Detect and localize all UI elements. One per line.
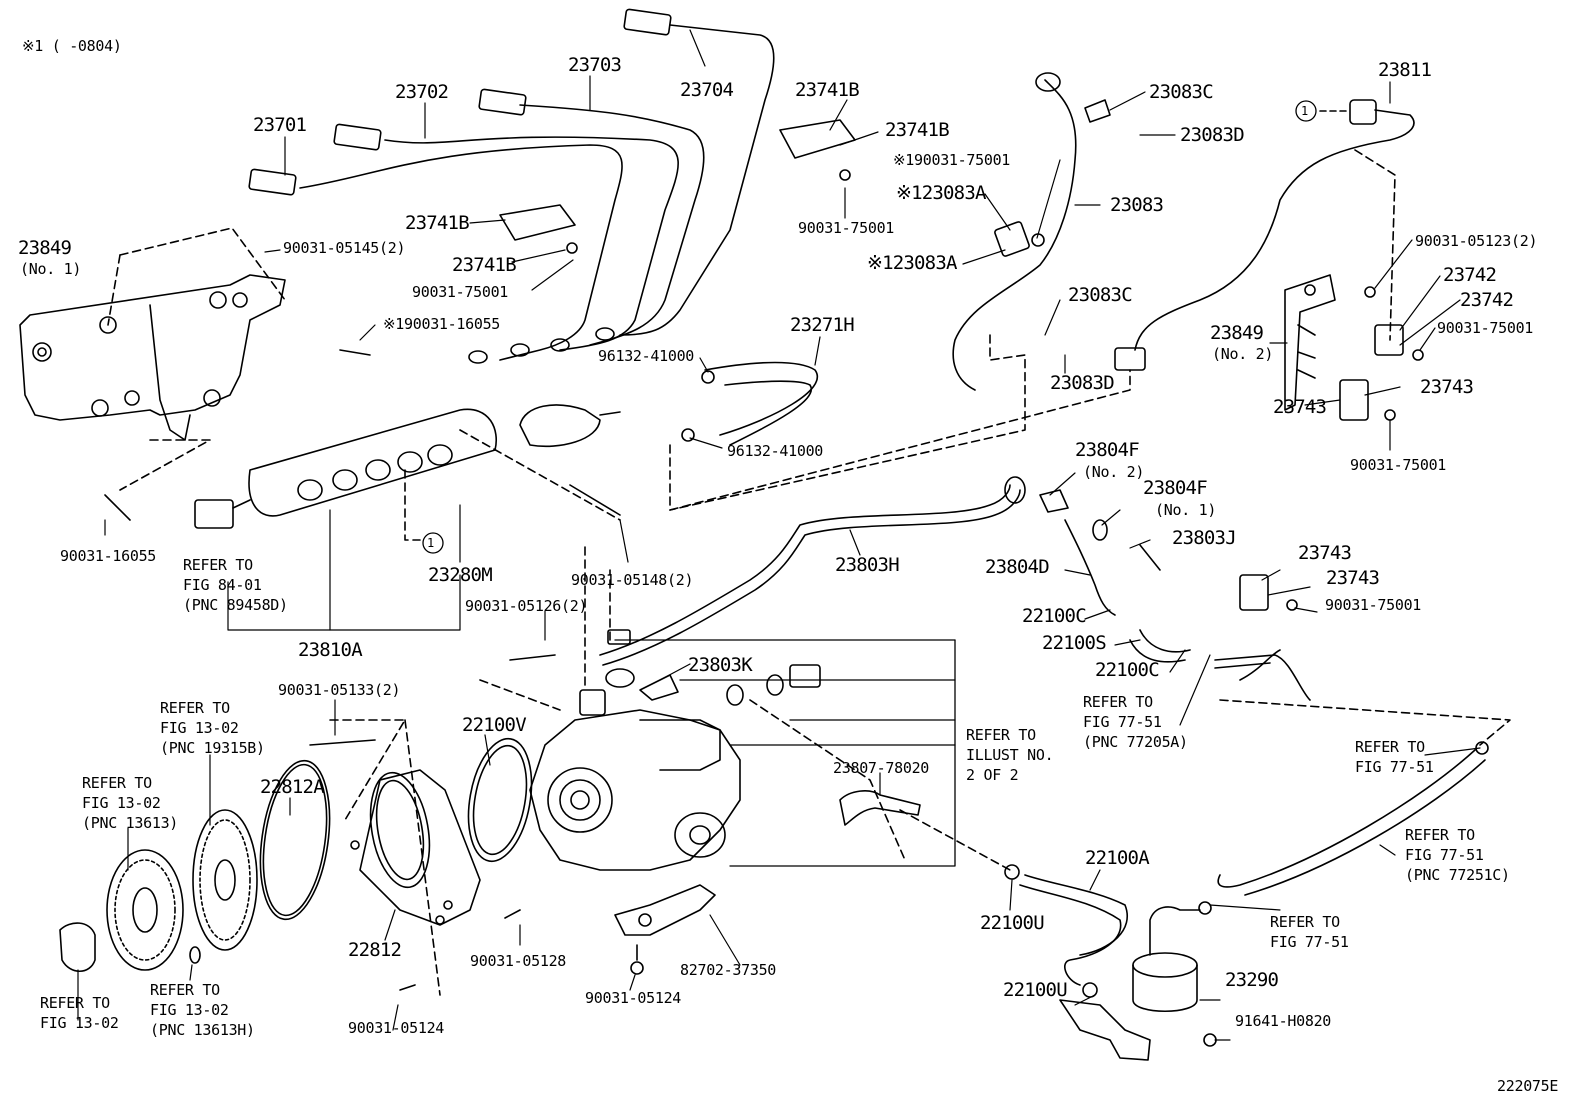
- leader-lines: [77, 29, 1481, 1041]
- part-label-90031-75001: 90031-75001: [1325, 596, 1422, 614]
- part-label-22812: 22812: [348, 939, 402, 961]
- reference-note-fig-13-02: REFER TO FIG 13-02: [40, 994, 119, 1032]
- fuel-hoses: [899, 629, 1511, 998]
- part-label-23804F-no2: 23804F: [1075, 439, 1140, 461]
- part-label-90031-05123: 90031-05123(2): [1415, 232, 1538, 250]
- part-label-123083A: ※123083A: [867, 252, 957, 274]
- part-label-82702-37350: 82702-37350: [680, 961, 777, 979]
- part-label-90031-05124: 90031-05124: [348, 1019, 445, 1037]
- part-label-90031-05145: 90031-05145(2): [283, 239, 406, 257]
- part-label-90031-75001: 90031-75001: [412, 283, 509, 301]
- part-label-23849-no2-sub: (No. 2): [1212, 345, 1274, 363]
- part-label-23804D: 23804D: [985, 556, 1050, 578]
- part-label-23810A: 23810A: [298, 639, 363, 661]
- reference-note-fig-77-51: REFER TO FIG 77-51: [1270, 913, 1349, 951]
- vacuum-filter: [1059, 901, 1217, 1061]
- part-label-90031-05148: 90031-05148(2): [571, 571, 694, 589]
- part-label-22100C: 22100C: [1095, 659, 1160, 681]
- part-label-23803K: 23803K: [688, 654, 753, 676]
- part-label-23803J: 23803J: [1172, 527, 1237, 549]
- common-rail: [104, 349, 621, 541]
- part-label-23849-no1: 23849: [18, 237, 72, 259]
- part-label-90031-05126: 90031-05126(2): [465, 597, 588, 615]
- reference-marker-circle: [1295, 100, 1317, 122]
- reference-marker-circle: [422, 532, 444, 554]
- part-label-23742: 23742: [1443, 264, 1497, 286]
- part-label-90031-05128: 90031-05128: [470, 952, 567, 970]
- part-label-23807-78020: 23807-78020: [833, 759, 930, 777]
- part-label-23741B: 23741B: [452, 254, 517, 276]
- gears-and-gaskets: [59, 654, 556, 996]
- part-label-22100C: 22100C: [1022, 605, 1087, 627]
- reference-note-fig-13-02: REFER TO FIG 13-02 (PNC 13613H): [150, 981, 255, 1039]
- part-label-23803H: 23803H: [835, 554, 900, 576]
- part-label-23743: 23743: [1273, 396, 1327, 418]
- part-label-23741B: 23741B: [405, 212, 470, 234]
- reference-marker-1: 1: [1301, 104, 1308, 118]
- part-label-23849-no2: 23849: [1210, 322, 1264, 344]
- part-label-190031-16055: ※190031-16055: [383, 315, 501, 333]
- return-hose: [669, 361, 1131, 511]
- part-label-22812A: 22812A: [260, 776, 325, 798]
- part-label-23811: 23811: [1378, 59, 1432, 81]
- part-label-23741B: 23741B: [795, 79, 860, 101]
- part-label-23804F-no1: 23804F: [1143, 477, 1208, 499]
- reference-note-fig-84-01: REFER TO FIG 84-01 (PNC 89458D): [183, 556, 288, 614]
- part-label-23804F-no1-sub: (No. 1): [1155, 501, 1217, 519]
- header-note: ※1 ( -0804): [22, 37, 122, 55]
- part-label-90031-75001: 90031-75001: [798, 219, 895, 237]
- part-label-23743: 23743: [1298, 542, 1352, 564]
- part-label-23083D: 23083D: [1180, 124, 1245, 146]
- injection-pipes: [248, 8, 856, 364]
- part-label-22100V: 22100V: [462, 714, 527, 736]
- part-label-23083C: 23083C: [1068, 284, 1133, 306]
- part-label-123083A: ※123083A: [896, 182, 986, 204]
- part-label-23849-no1-sub: (No. 1): [20, 260, 82, 278]
- reference-note-illust-2: REFER TO ILLUST NO. 2 OF 2: [966, 726, 1054, 784]
- illustration-code: 222075E: [1497, 1077, 1559, 1095]
- reference-note-fig-77-51: REFER TO FIG 77-51: [1355, 738, 1434, 776]
- part-label-90031-05133: 90031-05133(2): [278, 681, 401, 699]
- reference-marker-1: 1: [427, 536, 434, 550]
- part-label-90031-05124: 90031-05124: [585, 989, 682, 1007]
- part-label-23701: 23701: [253, 114, 307, 136]
- part-label-96132-41000: 96132-41000: [727, 442, 824, 460]
- reference-note-fig-13-02: REFER TO FIG 13-02 (PNC 13613): [82, 774, 179, 832]
- pipe-23811: [1114, 99, 1415, 371]
- part-label-23702: 23702: [395, 81, 449, 103]
- reference-note-fig-77-51: REFER TO FIG 77-51 (PNC 77205A): [1083, 693, 1188, 751]
- part-label-90031-75001: 90031-75001: [1437, 319, 1534, 337]
- part-label-90031-16055: 90031-16055: [60, 547, 157, 565]
- part-label-22100S: 22100S: [1042, 632, 1107, 654]
- part-label-23083D: 23083D: [1050, 372, 1115, 394]
- part-label-23704: 23704: [680, 79, 734, 101]
- part-label-23804F-no2-sub: (No. 2): [1083, 463, 1145, 481]
- part-label-23083: 23083: [1110, 194, 1164, 216]
- part-label-23742: 23742: [1460, 289, 1514, 311]
- reference-note-fig-77-51: REFER TO FIG 77-51 (PNC 77251C): [1405, 826, 1510, 884]
- part-label-23290: 23290: [1225, 969, 1279, 991]
- part-label-96132-41000: 96132-41000: [598, 347, 695, 365]
- reference-note-fig-13-02: REFER TO FIG 13-02 (PNC 19315B): [160, 699, 265, 757]
- part-label-190031-75001: ※190031-75001: [893, 151, 1011, 169]
- part-label-23083C: 23083C: [1149, 81, 1214, 103]
- part-label-22100A: 22100A: [1085, 847, 1150, 869]
- part-label-23280M: 23280M: [428, 564, 493, 586]
- part-label-22100U: 22100U: [1003, 979, 1068, 1001]
- part-label-23741B: 23741B: [885, 119, 950, 141]
- part-label-22100U: 22100U: [980, 912, 1045, 934]
- part-label-23743: 23743: [1326, 567, 1380, 589]
- part-label-23703: 23703: [568, 54, 622, 76]
- part-label-90031-75001: 90031-75001: [1350, 456, 1447, 474]
- part-label-91641-H0820: 91641-H0820: [1235, 1012, 1332, 1030]
- part-label-23743: 23743: [1420, 376, 1474, 398]
- part-label-23271H: 23271H: [790, 314, 855, 336]
- pipe-23803H: [599, 476, 1298, 666]
- bracket-23849-no1: [19, 227, 286, 441]
